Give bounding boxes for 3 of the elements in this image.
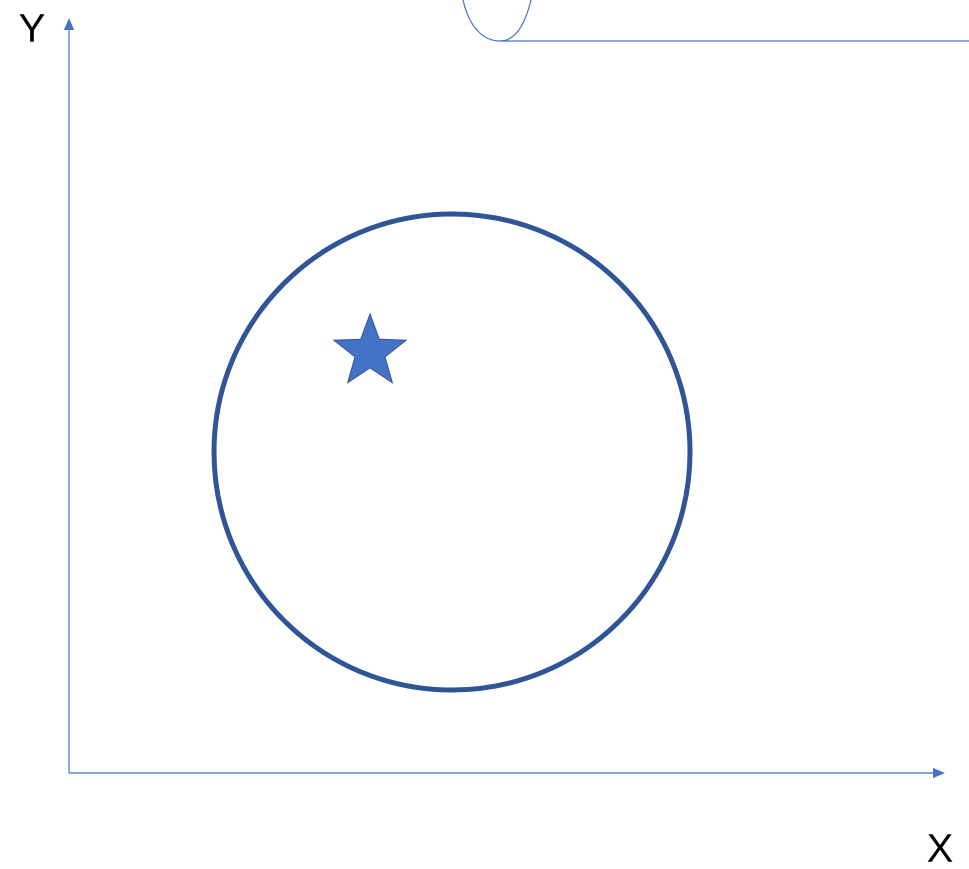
axis-label: X	[928, 834, 952, 862]
circle	[212, 212, 692, 692]
axis-label: Y	[20, 14, 44, 42]
